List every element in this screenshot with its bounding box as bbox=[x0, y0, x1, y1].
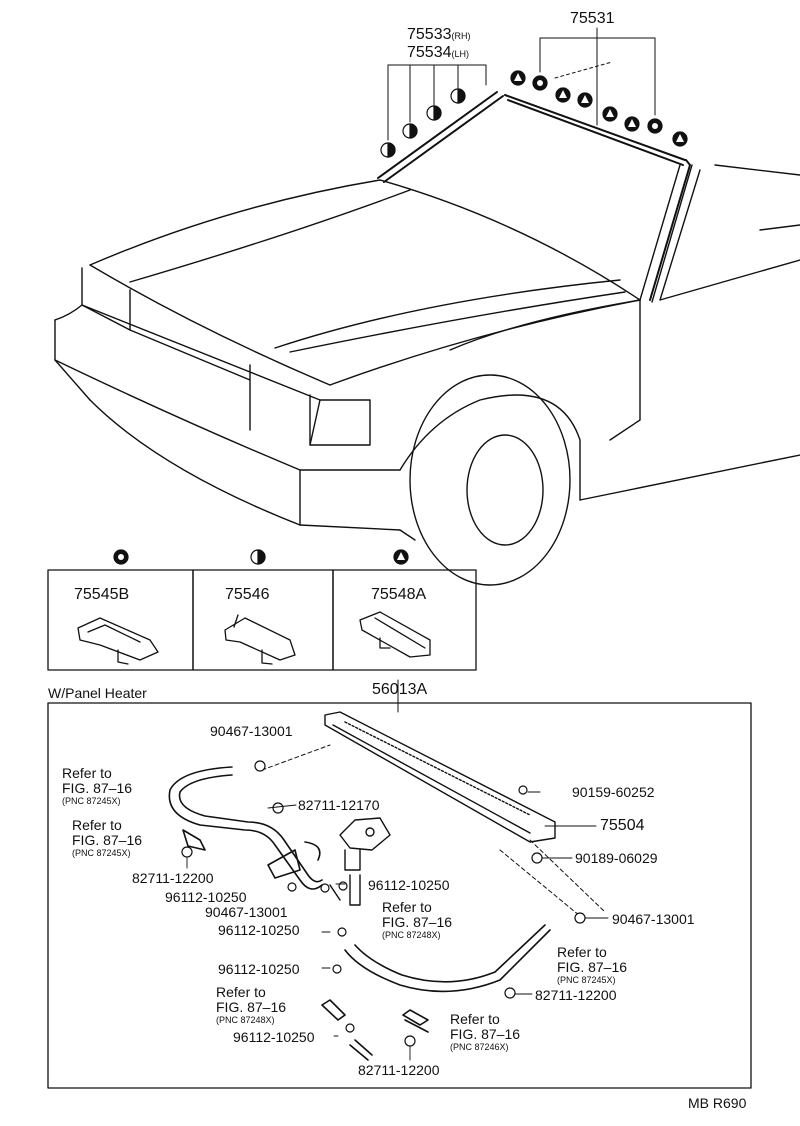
part-label-75533: 75533(RH) bbox=[407, 26, 471, 43]
heater-hose-right bbox=[321, 924, 551, 1061]
part-label-l6: 82711-12200 bbox=[132, 870, 214, 886]
part-label-l14: 96112-10250 bbox=[233, 1029, 315, 1045]
top-leader-lines bbox=[387, 27, 656, 141]
part-label-56013a: 56013A bbox=[372, 681, 428, 698]
part-label-l7: 96112-10250 bbox=[165, 889, 247, 905]
part-label-l4: 75504 bbox=[600, 817, 645, 834]
legend-part-75546: 75546 bbox=[225, 586, 270, 603]
part-label-l9: 96112-10250 bbox=[368, 877, 450, 893]
half-circle-symbols bbox=[380, 88, 466, 158]
heater-panel-strip bbox=[324, 679, 556, 843]
part-label-l3: 90159-60252 bbox=[572, 784, 655, 800]
section-title: W/Panel Heater bbox=[48, 685, 147, 701]
legend-part-75545b: 75545B bbox=[74, 586, 130, 603]
full-circle-symbols bbox=[532, 75, 663, 134]
clip-legend-boxes bbox=[47, 569, 477, 671]
part-label-l13: 82711-12200 bbox=[535, 987, 617, 1003]
part-label-75534: 75534(LH) bbox=[407, 44, 469, 61]
part-label-l10: 96112-10250 bbox=[218, 922, 300, 938]
heater-hose-left bbox=[168, 766, 323, 890]
triangle-symbols bbox=[510, 70, 688, 147]
part-label-l11: 90467-13001 bbox=[612, 911, 695, 927]
part-label-l12: 96112-10250 bbox=[218, 961, 300, 977]
part-label-l1: 90467-13001 bbox=[210, 723, 293, 739]
panel-heater-box bbox=[47, 702, 752, 1089]
clip-position-symbols bbox=[113, 70, 688, 565]
figure-code: MB R690 bbox=[688, 1095, 747, 1111]
part-label-l15: 82711-12200 bbox=[358, 1062, 440, 1078]
part-label-l2: 82711-12170 bbox=[298, 797, 380, 813]
legend-header-symbols bbox=[113, 549, 409, 565]
windshield-moulding bbox=[377, 91, 691, 301]
part-label-l8: 90467-13001 bbox=[205, 904, 288, 920]
car-body-outline bbox=[54, 164, 800, 586]
valve-assembly bbox=[329, 817, 391, 906]
part-label-l5: 90189-06029 bbox=[575, 850, 658, 866]
legend-part-75548a: 75548A bbox=[371, 586, 427, 603]
part-label-75531: 75531 bbox=[570, 10, 615, 27]
